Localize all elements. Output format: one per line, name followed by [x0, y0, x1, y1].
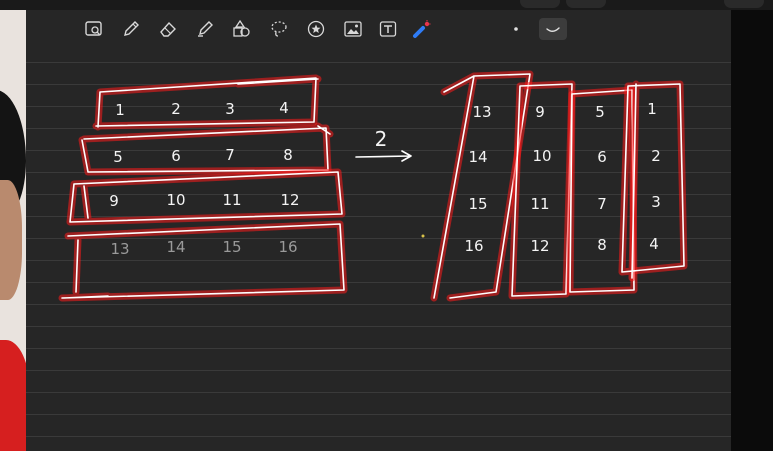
- webcam-presenter: [0, 10, 26, 451]
- image-icon[interactable]: [342, 18, 364, 40]
- top-edge-tab: [724, 0, 764, 8]
- top-edge-tab: [520, 0, 560, 8]
- presenter-face: [0, 180, 22, 300]
- pen-stroke-style-icon[interactable]: [539, 18, 567, 40]
- pen-icon[interactable]: [120, 18, 142, 40]
- pen-dot-size-icon[interactable]: [505, 18, 527, 40]
- presenter-shirt: [0, 340, 26, 451]
- text-icon[interactable]: [377, 18, 399, 40]
- shapes-icon[interactable]: [231, 18, 253, 40]
- top-edge-strip: [0, 0, 773, 10]
- drawing-toolbar: [26, 10, 731, 44]
- note-canvas[interactable]: [26, 10, 731, 451]
- top-edge-tab: [566, 0, 606, 8]
- eraser-icon[interactable]: [157, 18, 179, 40]
- lasso-image-icon[interactable]: [83, 18, 105, 40]
- highlighter-icon[interactable]: [194, 18, 216, 40]
- sticker-icon[interactable]: [305, 18, 327, 40]
- laser-pointer-icon[interactable]: [411, 18, 433, 40]
- right-side-panel: [731, 10, 773, 451]
- lasso-icon[interactable]: [268, 18, 290, 40]
